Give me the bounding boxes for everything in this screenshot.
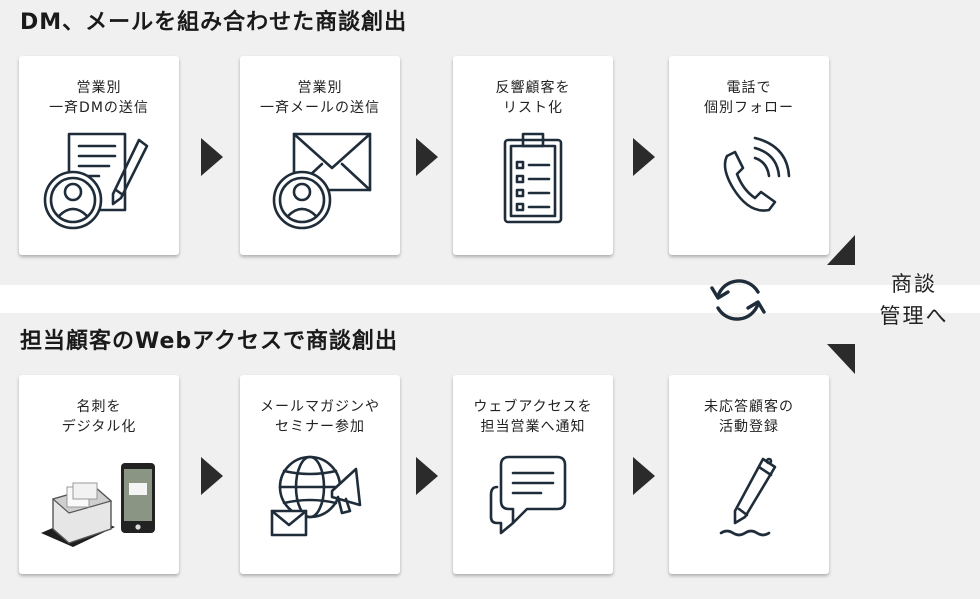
flow-arrow-4 (201, 457, 223, 495)
card-label: 営業別 一斉メールの送信 (260, 80, 380, 116)
side-label-deal-management: 商談 管理へ (879, 272, 949, 328)
card-label: 電話で 個別フォロー (704, 80, 794, 116)
clipboard-checklist-icon (503, 132, 563, 224)
flow-arrow-6 (633, 457, 655, 495)
section-title-top: DM、メールを組み合わせた商談創出 (20, 10, 408, 35)
chat-bubbles-icon (489, 455, 567, 535)
envelope-person-icon (272, 132, 372, 230)
card-phone: 電話で 個別フォロー (669, 56, 829, 255)
globe-megaphone-mail-icon (270, 455, 362, 537)
refresh-cycle-icon (710, 279, 766, 321)
card-dm-send: 営業別 一斉DMの送信 (19, 56, 179, 255)
scanner-smartphone-icon (41, 463, 155, 547)
card-web-access: ウェブアクセスを 担当営業へ通知 (453, 375, 613, 574)
card-mail-send: 営業別 一斉メールの送信 (240, 56, 400, 255)
card-business-card: 名刺を デジタル化 (19, 375, 179, 574)
card-label: 反響顧客を リスト化 (495, 80, 571, 116)
flow-arrow-1 (201, 138, 223, 176)
flow-arrow-2 (416, 138, 438, 176)
down-triangle-icon (827, 344, 855, 374)
card-label: メールマガジンや セミナー参加 (260, 399, 380, 435)
divider-band (0, 285, 980, 313)
card-label: 名刺を デジタル化 (61, 399, 137, 435)
card-label: 営業別 一斉DMの送信 (49, 80, 149, 116)
section-title-bottom: 担当顧客のWebアクセスで商談創出 (20, 329, 399, 354)
phone-call-icon (723, 136, 791, 212)
card-label: ウェブアクセスを 担当営業へ通知 (473, 399, 593, 435)
flow-arrow-3 (633, 138, 655, 176)
card-list: 反響顧客を リスト化 (453, 56, 613, 255)
card-label: 未応答顧客の 活動登録 (704, 399, 794, 435)
card-activity-log: 未応答顧客の 活動登録 (669, 375, 829, 574)
up-triangle-icon (827, 235, 855, 265)
pen-writing-icon (719, 457, 777, 537)
card-newsletter: メールマガジンや セミナー参加 (240, 375, 400, 574)
flow-arrow-5 (416, 457, 438, 495)
dm-letter-pen-person-icon (43, 132, 149, 230)
